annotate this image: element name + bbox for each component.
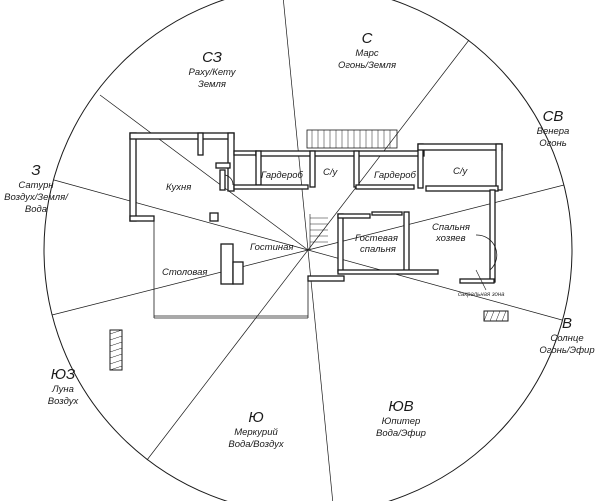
terrace (306, 129, 398, 149)
room-wardrobe-1: Гардероб (261, 170, 304, 181)
zone-e: В Солнце Огонь/Эфир (539, 315, 594, 356)
svg-text:Вода/Эфир: Вода/Эфир (376, 428, 426, 439)
ray-ssw (146, 249, 309, 461)
stairs (309, 214, 328, 250)
svg-text:Солнце: Солнце (550, 333, 583, 344)
room-dining: Столовая (162, 267, 208, 278)
zone-ne: СВ Венера Огонь (537, 108, 570, 149)
sacral-zone-leader (475, 269, 487, 291)
svg-text:СВ: СВ (543, 108, 564, 125)
svg-text:Вода/Воздух: Вода/Воздух (228, 439, 285, 450)
svg-text:Вода: Вода (25, 204, 47, 215)
sector-rays (51, 0, 565, 501)
svg-text:Воздух/Земля/: Воздух/Земля/ (4, 192, 69, 203)
room-master-line1: Спальня (432, 222, 470, 233)
svg-text:Венера: Венера (537, 126, 570, 137)
zone-nw: СЗ Раху/Кету Земля (189, 49, 237, 90)
svg-text:Огонь/Эфир: Огонь/Эфир (539, 345, 594, 356)
ray-nnw (283, 0, 309, 251)
svg-text:З: З (31, 162, 40, 179)
room-guest-line1: Гостевая (355, 233, 398, 244)
compass-circle (43, 0, 573, 501)
ray-sse (307, 249, 334, 501)
room-living: Гостиная (250, 242, 293, 253)
floor-plan (129, 132, 503, 319)
ray-ene (307, 184, 565, 251)
zone-w: З Сатурн Воздух/Земля/ Вода (4, 162, 69, 215)
svg-text:ЮЗ: ЮЗ (51, 366, 76, 383)
hatched-columns (109, 310, 509, 371)
ray-wsw (51, 249, 309, 316)
sacral-zone-label: сакральная зона (458, 292, 505, 298)
svg-text:СЗ: СЗ (202, 49, 222, 66)
room-master-line2: хозяев (435, 233, 466, 244)
svg-text:С: С (362, 30, 373, 47)
zone-s: Ю Меркурий Вода/Воздух (228, 409, 285, 450)
ray-ese (307, 249, 563, 321)
ray-nne (307, 39, 470, 251)
svg-text:Огонь/Земля: Огонь/Земля (338, 60, 396, 71)
zone-sw: ЮЗ Луна Воздух (48, 366, 80, 407)
room-bath-1: С/у (323, 167, 339, 178)
room-bath-2: С/у (453, 166, 469, 177)
room-labels: Кухня Гардероб С/у Гардероб С/у Гостиная… (162, 166, 470, 278)
svg-text:Земля: Земля (198, 79, 226, 90)
zone-n: С Марс Огонь/Земля (338, 30, 396, 71)
room-wardrobe-2: Гардероб (374, 170, 417, 181)
svg-text:Огонь: Огонь (539, 138, 566, 149)
svg-text:Юпитер: Юпитер (382, 416, 421, 427)
svg-text:ЮВ: ЮВ (388, 398, 413, 415)
svg-text:Меркурий: Меркурий (234, 427, 278, 438)
svg-text:В: В (562, 315, 572, 332)
svg-text:Воздух: Воздух (48, 396, 80, 407)
svg-text:Марс: Марс (355, 48, 379, 59)
ray-n-to-center (99, 94, 309, 251)
room-kitchen: Кухня (166, 182, 191, 193)
svg-text:Раху/Кету: Раху/Кету (189, 67, 237, 78)
room-guest-line2: спальня (360, 244, 396, 255)
svg-text:Ю: Ю (248, 409, 263, 426)
svg-text:Сатурн: Сатурн (18, 180, 54, 191)
zone-se: ЮВ Юпитер Вода/Эфир (376, 398, 426, 439)
ray-wnw (53, 179, 309, 251)
svg-text:Луна: Луна (51, 384, 74, 395)
